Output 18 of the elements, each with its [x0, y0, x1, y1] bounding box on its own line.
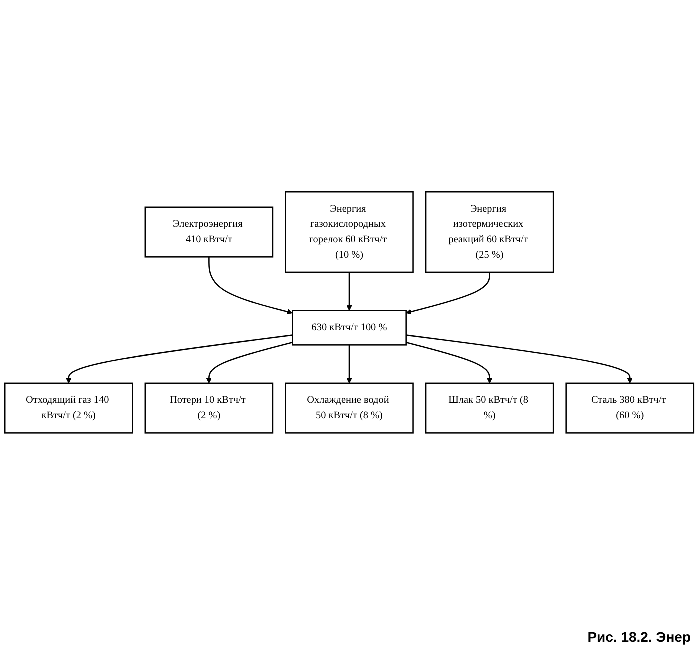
- node-box: Электроэнергия 410 кВтч/т: [144, 206, 274, 258]
- figure-caption: Рис. 18.2. Энер: [586, 628, 692, 647]
- arrow: [208, 257, 293, 315]
- node-box: Отходящий газ 140 кВтч/т (2 %): [4, 382, 134, 434]
- arrow: [206, 342, 293, 384]
- node-box: Потери 10 кВтч/т (2 %): [144, 382, 274, 434]
- node-box: 630 кВтч/т 100 %: [292, 310, 407, 346]
- arrow: [406, 334, 633, 384]
- node-box: Энергия изотермических реакций 60 кВтч/т (25 %): [425, 191, 554, 273]
- arrow: [66, 334, 293, 384]
- node-box: Энергия газокислородных горелок 60 кВтч/т (10 %): [285, 191, 414, 273]
- arrow: [346, 272, 352, 311]
- node-box: Охлаждение водой 50 кВтч/т (8 %): [285, 382, 414, 434]
- arrow: [406, 342, 493, 384]
- arrow: [406, 272, 490, 315]
- arrow: [346, 345, 352, 384]
- node-box: Сталь 380 кВтч/т (60 %): [566, 382, 695, 434]
- node-box: Шлак 50 кВтч/т (8 %): [425, 382, 554, 434]
